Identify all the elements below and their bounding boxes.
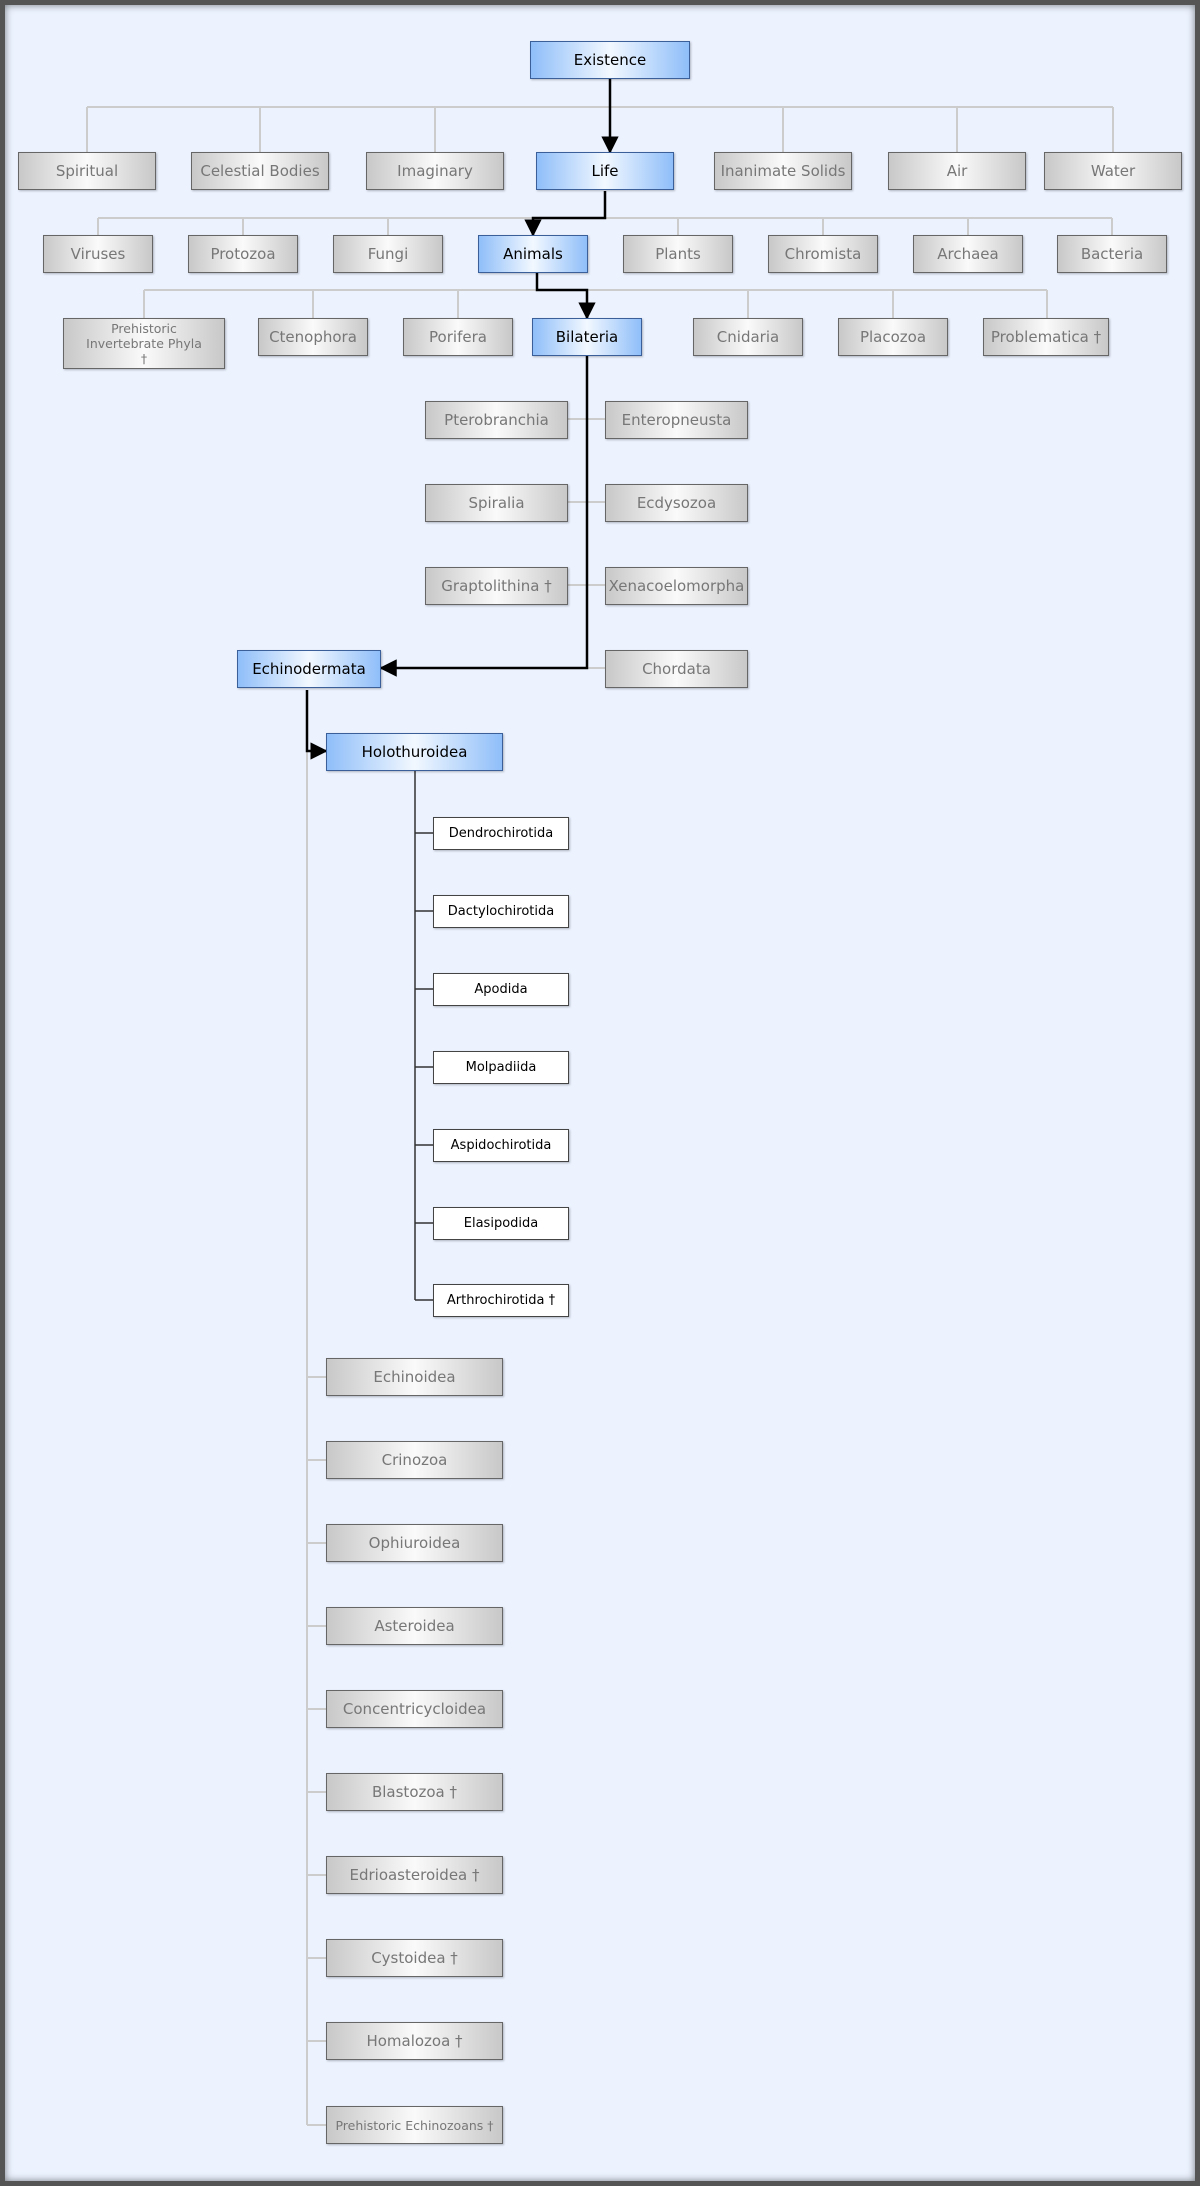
node-pterobranchia[interactable]: Pterobranchia [425,401,568,439]
node-chromista[interactable]: Chromista [768,235,878,273]
path-lines [305,79,619,760]
node-imaginary[interactable]: Imaginary [366,152,504,190]
node-blastozoa[interactable]: Blastozoa † [326,1773,503,1811]
node-asteroidea[interactable]: Asteroidea [326,1607,503,1645]
node-holothuroidea[interactable]: Holothuroidea [326,733,503,771]
node-crinozoa[interactable]: Crinozoa [326,1441,503,1479]
node-animals[interactable]: Animals [478,235,588,273]
node-air[interactable]: Air [888,152,1026,190]
node-water[interactable]: Water [1044,152,1182,190]
node-cystoidea[interactable]: Cystoidea † [326,1939,503,1977]
node-existence[interactable]: Existence [530,41,690,79]
node-echinoidea[interactable]: Echinoidea [326,1358,503,1396]
node-elasipodida[interactable]: Elasipodida [433,1207,569,1240]
connector-lines [86,79,1114,2126]
node-dendrochirotida[interactable]: Dendrochirotida [433,817,569,850]
node-arthrochirotida[interactable]: Arthrochirotida † [433,1284,569,1317]
node-prehistoric-echinozoans[interactable]: Prehistoric Echinozoans † [326,2106,503,2144]
node-protozoa[interactable]: Protozoa [188,235,298,273]
node-enteropneusta[interactable]: Enteropneusta [605,401,748,439]
node-concentricycloidea[interactable]: Concentricycloidea [326,1690,503,1728]
node-fungi[interactable]: Fungi [333,235,443,273]
node-ophiuroidea[interactable]: Ophiuroidea [326,1524,503,1562]
node-echinodermata[interactable]: Echinodermata [237,650,381,688]
node-bilateria[interactable]: Bilateria [532,318,642,356]
node-dactylochirotida[interactable]: Dactylochirotida [433,895,569,928]
node-plants[interactable]: Plants [623,235,733,273]
node-archaea[interactable]: Archaea [913,235,1023,273]
node-apodida[interactable]: Apodida [433,973,569,1006]
node-viruses[interactable]: Viruses [43,235,153,273]
node-homalozoa[interactable]: Homalozoa † [326,2022,503,2060]
node-xenacoelomorpha[interactable]: Xenacoelomorpha [605,567,748,605]
node-problematica[interactable]: Problematica † [983,318,1109,356]
node-graptolithina[interactable]: Graptolithina † [425,567,568,605]
node-chordata[interactable]: Chordata [605,650,748,688]
node-aspidochirotida[interactable]: Aspidochirotida [433,1129,569,1162]
branch-lines-grey [86,106,1114,2126]
node-bacteria[interactable]: Bacteria [1057,235,1167,273]
node-inanimate-solids[interactable]: Inanimate Solids [714,152,852,190]
node-edrioasteroidea[interactable]: Edrioasteroidea † [326,1856,503,1894]
node-life[interactable]: Life [536,152,674,190]
node-prehistoric-invertebrate-phyla[interactable]: Prehistoric Invertebrate Phyla † [63,318,225,369]
node-placozoa[interactable]: Placozoa [838,318,948,356]
node-spiritual[interactable]: Spiritual [18,152,156,190]
node-cnidaria[interactable]: Cnidaria [693,318,803,356]
node-molpadiida[interactable]: Molpadiida [433,1051,569,1084]
holothuroidea-branch-lines [414,771,433,1301]
node-porifera[interactable]: Porifera [403,318,513,356]
node-ctenophora[interactable]: Ctenophora [258,318,368,356]
node-celestial-bodies[interactable]: Celestial Bodies [191,152,329,190]
node-ecdysozoa[interactable]: Ecdysozoa [605,484,748,522]
node-spiralia[interactable]: Spiralia [425,484,568,522]
